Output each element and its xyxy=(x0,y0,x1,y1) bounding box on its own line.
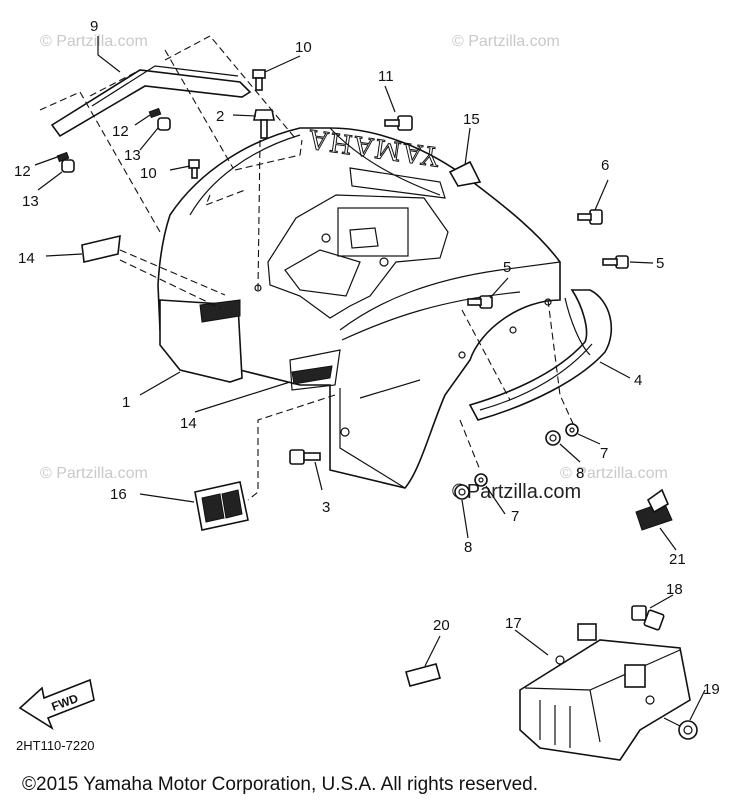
bolt-6 xyxy=(577,209,603,225)
label-14-upper xyxy=(81,234,121,263)
callout-1: 1 xyxy=(122,394,130,411)
callout-7-lower: 7 xyxy=(511,508,519,525)
watermark-top-right: © Partzilla.com xyxy=(452,33,560,50)
callout-5-mid: 5 xyxy=(503,259,511,276)
callout-8-upper: 8 xyxy=(576,465,584,482)
watermark-mid-right: © Partzilla.com xyxy=(560,465,668,482)
bolt-2 xyxy=(253,109,275,139)
callout-5-right: 5 xyxy=(656,255,664,272)
callout-20: 20 xyxy=(433,617,450,634)
nut-19 xyxy=(663,717,698,740)
bolt-5-mid xyxy=(467,295,493,309)
bolt-5-right xyxy=(602,255,629,269)
rear-fender: YAMAHA xyxy=(157,122,561,489)
callout-13-lower: 13 xyxy=(22,193,39,210)
callout-11: 11 xyxy=(378,68,394,85)
callout-21: 21 xyxy=(669,551,686,568)
callout-12-lower: 12 xyxy=(14,163,31,180)
callout-14-upper: 14 xyxy=(18,250,35,267)
rail-bar xyxy=(50,65,252,138)
fwd-arrow: FWD xyxy=(18,678,95,730)
bolt-18 xyxy=(631,605,665,631)
callout-3: 3 xyxy=(322,499,330,516)
bolt-3 xyxy=(289,449,321,465)
callout-17: 17 xyxy=(505,615,522,632)
callout-10-top: 10 xyxy=(295,39,312,56)
callout-2: 2 xyxy=(216,108,224,125)
bolt-10-top xyxy=(252,69,266,91)
callout-14-lower: 14 xyxy=(180,415,197,432)
spacer-13-lower xyxy=(61,159,75,173)
nut-7-upper xyxy=(565,423,579,437)
callout-12-upper: 12 xyxy=(112,123,129,140)
decal-15 xyxy=(448,160,482,187)
callout-16: 16 xyxy=(110,486,127,503)
watermark-mid-left: © Partzilla.com xyxy=(40,465,148,482)
callout-8-lower: 8 xyxy=(464,539,472,556)
callout-4: 4 xyxy=(634,372,642,389)
leader-lines xyxy=(34,35,706,721)
copyright-line: ©2015 Yamaha Motor Corporation, U.S.A. A… xyxy=(22,774,538,795)
callout-15: 15 xyxy=(463,111,480,128)
bolt-10-left xyxy=(188,159,200,179)
watermark-center: ©Partzilla.com xyxy=(452,481,581,503)
clip-21 xyxy=(635,488,673,531)
callout-labels: 9 10 11 2 12 13 10 12 13 15 6 14 5 5 4 1… xyxy=(14,18,720,698)
washer-8-lower xyxy=(454,484,470,500)
washer-8-upper xyxy=(545,430,561,446)
callout-6: 6 xyxy=(601,157,609,174)
spacer-13-upper xyxy=(157,117,171,131)
watermark-top-left: © Partzilla.com xyxy=(40,33,148,50)
tool-box-17 xyxy=(519,623,691,761)
nut-7-lower xyxy=(474,473,488,487)
callout-19: 19 xyxy=(703,681,720,698)
pad-20 xyxy=(405,663,441,687)
nut-12-upper xyxy=(148,107,162,119)
callout-13-upper: 13 xyxy=(124,147,141,164)
reflector-16 xyxy=(194,481,249,531)
mud-flap xyxy=(468,289,613,421)
callout-10-left: 10 xyxy=(140,165,157,182)
drawing-code: 2HT110-7220 xyxy=(16,738,95,753)
callout-9: 9 xyxy=(90,18,98,35)
callout-7-upper: 7 xyxy=(600,445,608,462)
bolt-11 xyxy=(384,115,413,131)
callout-18: 18 xyxy=(666,581,683,598)
